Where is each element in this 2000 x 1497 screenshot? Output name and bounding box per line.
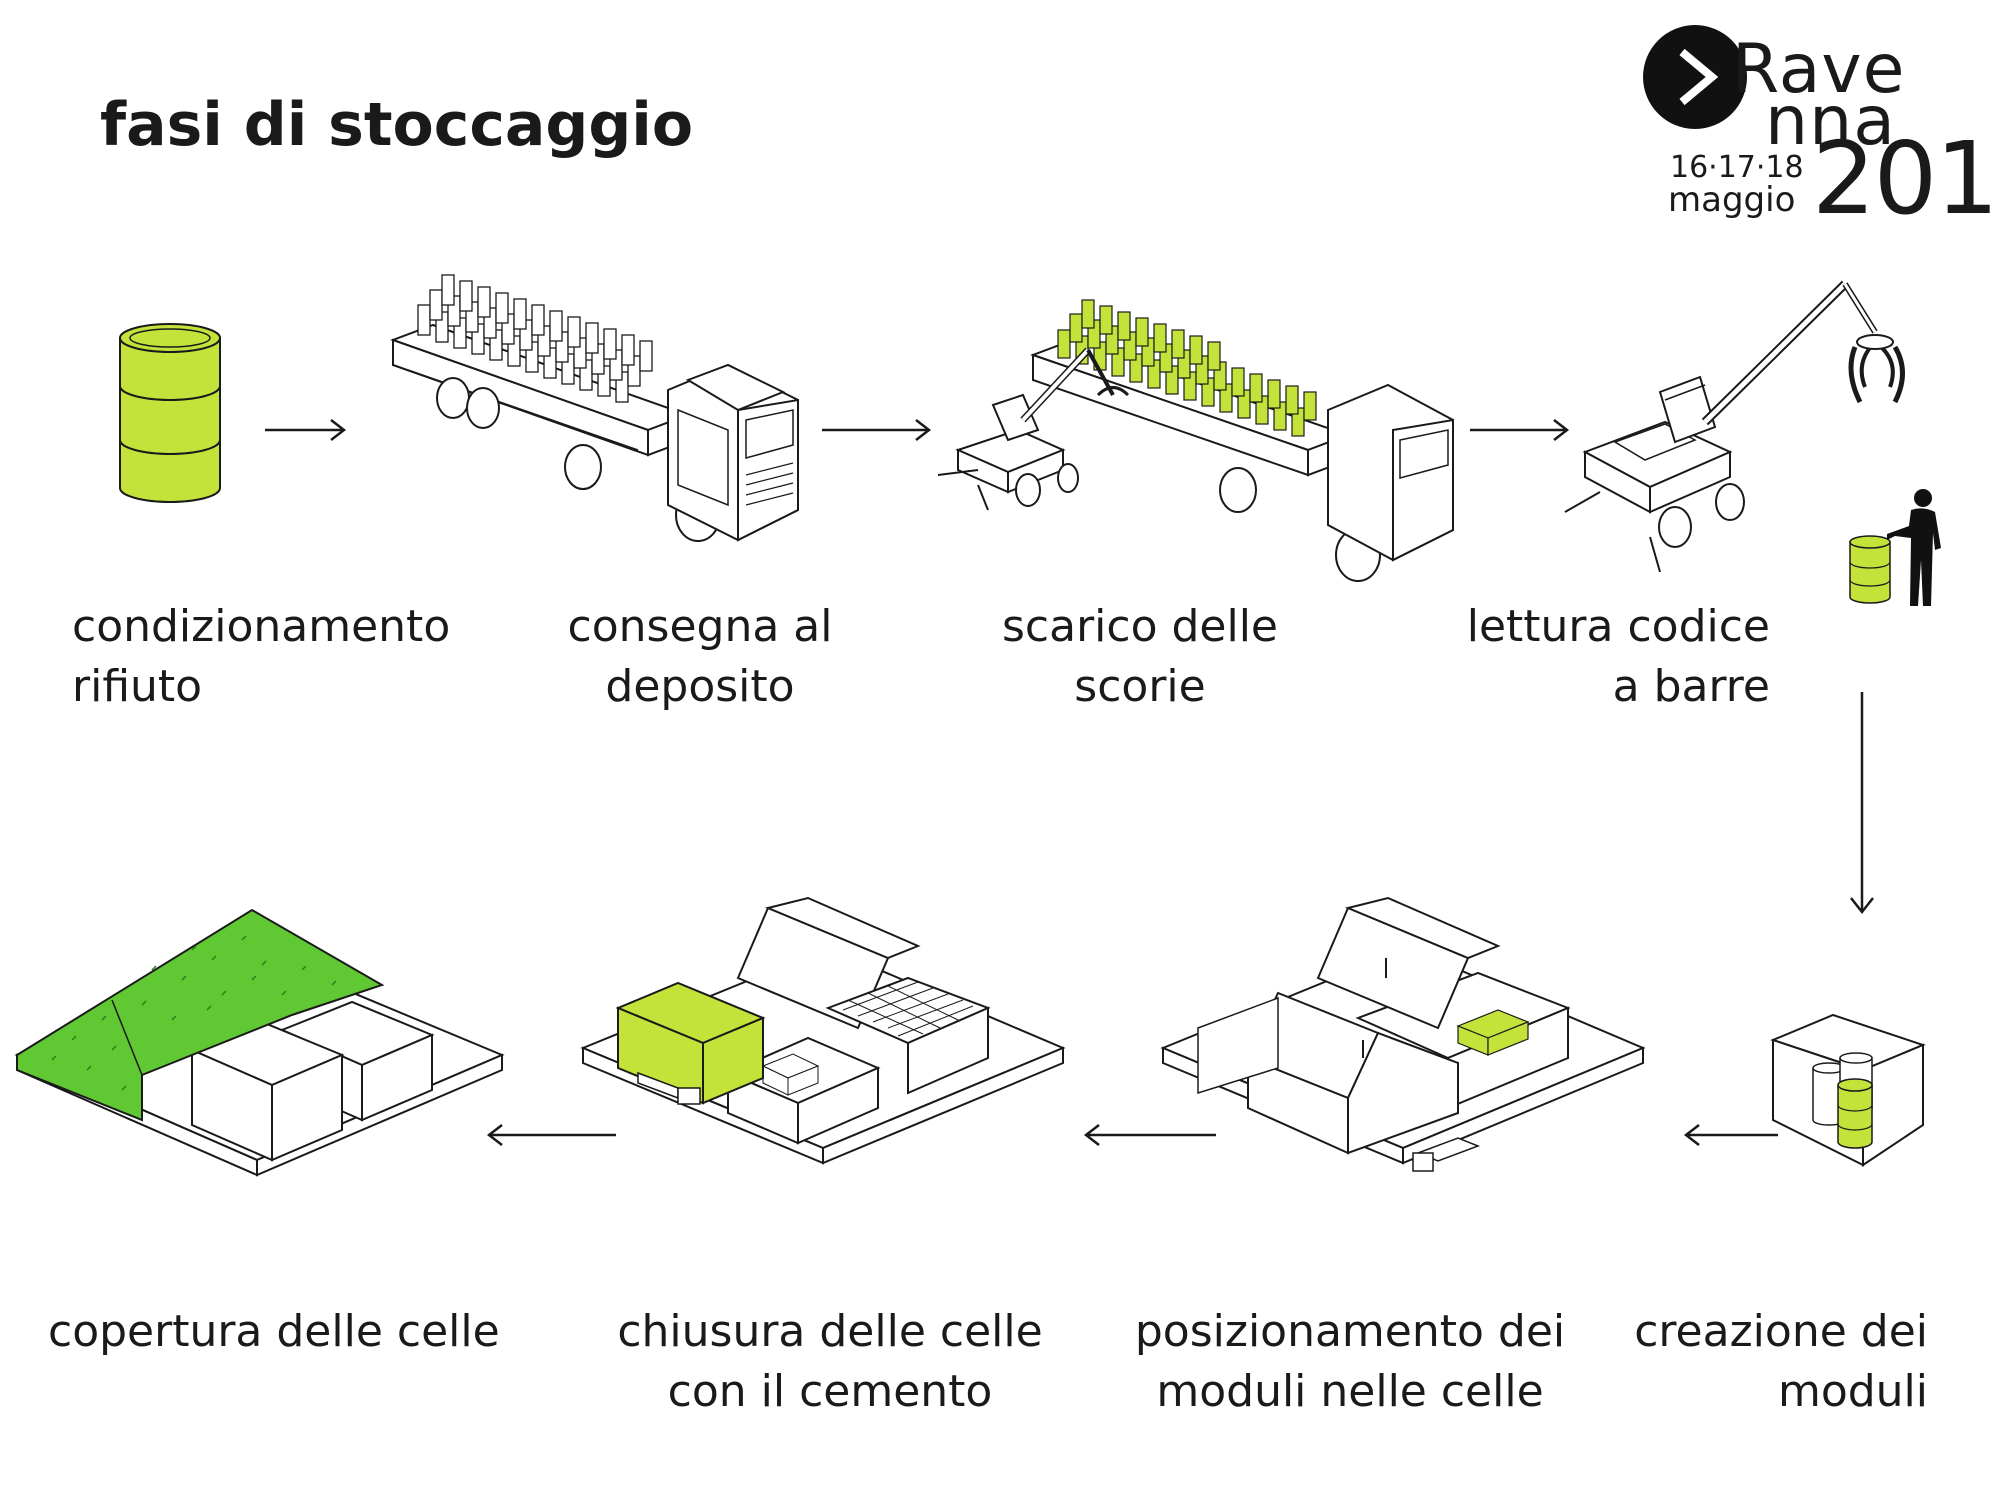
- module-box-illustration: [1770, 1013, 1926, 1167]
- page-title: fasi di stoccaggio: [100, 90, 694, 160]
- step-3-label: scarico delle scorie: [1001, 601, 1278, 712]
- step-5-label: creazione dei moduli: [1634, 1306, 1928, 1417]
- cells-closing-illustration: [580, 896, 1066, 1165]
- step-7-label: chiusura delle celle con il cemento: [617, 1306, 1043, 1417]
- step-4-label: lettura codice a barre: [1466, 601, 1770, 712]
- step-8-label: copertura delle celle: [48, 1306, 500, 1357]
- play-circle-icon: [1643, 25, 1747, 129]
- unloading-illustration: [937, 299, 1454, 582]
- logo-line-1: Rave: [1732, 30, 1906, 109]
- truck-illustration: [390, 274, 799, 542]
- step-6-label: posizionamento dei moduli nelle celle: [1134, 1306, 1566, 1417]
- logo-days: 16·17·18: [1670, 150, 1804, 185]
- logo-month: maggio: [1668, 180, 1796, 220]
- ravenna-2018-logo: Rave nna 16·17·18 maggio 2018: [1640, 22, 2000, 237]
- arrow-right-icon: [822, 419, 932, 441]
- person-silhouette-icon: [1887, 489, 1941, 606]
- arrow-left-icon: [486, 1124, 616, 1146]
- cells-positioning-illustration: [1160, 896, 1646, 1172]
- arrow-right-icon: [265, 419, 347, 441]
- logo-year: 2018: [1812, 120, 2000, 237]
- arrow-right-icon: [1470, 419, 1570, 441]
- arrow-down-icon: [1850, 692, 1874, 915]
- cells-covering-illustration: [14, 908, 505, 1177]
- logo-line-2: nna: [1765, 82, 1896, 161]
- crane-illustration: [1564, 280, 1905, 604]
- arrow-left-icon: [1083, 1124, 1216, 1146]
- arrow-left-icon: [1683, 1124, 1778, 1146]
- step-2-label: consegna al deposito: [567, 601, 833, 712]
- step-1-label: condizionamento rifiuto: [72, 601, 451, 712]
- drum-illustration: [119, 323, 221, 503]
